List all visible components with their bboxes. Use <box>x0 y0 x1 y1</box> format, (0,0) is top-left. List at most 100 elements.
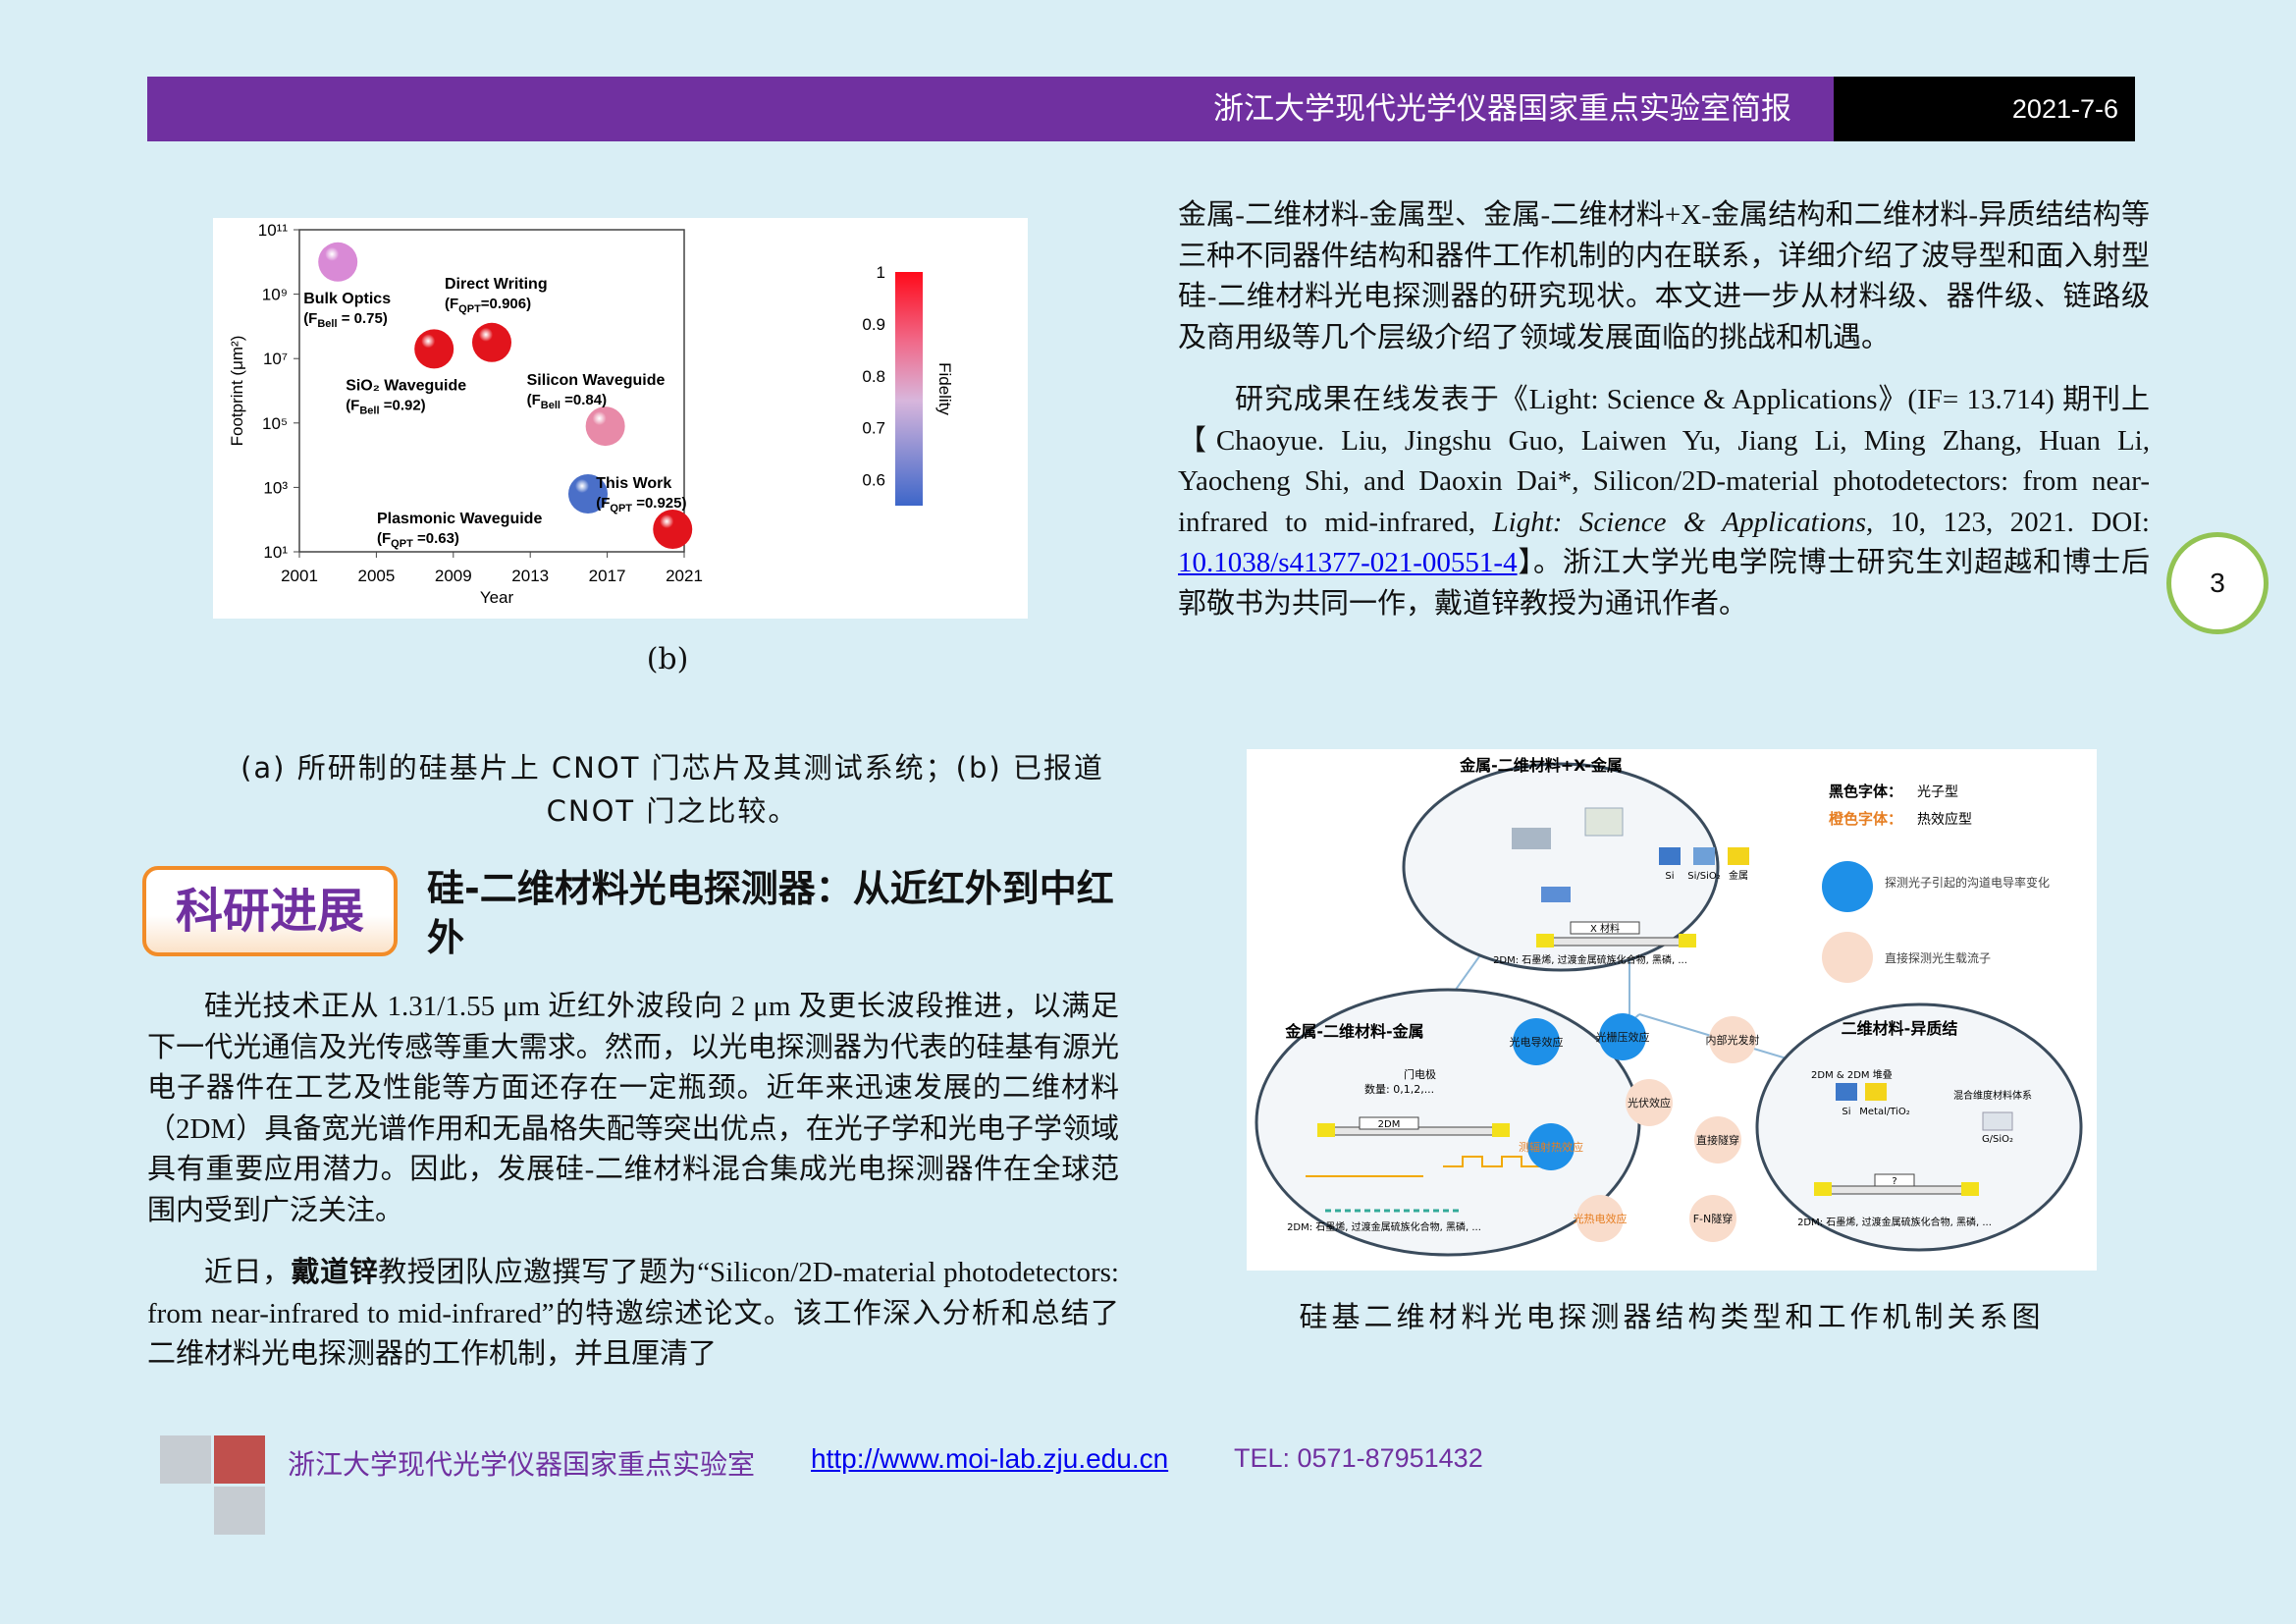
node-photoconductive <box>1513 1018 1560 1065</box>
point-name-label: This Work <box>596 475 671 492</box>
node-4-label: 光伏效应 <box>1628 1096 1671 1110</box>
data-point <box>472 322 511 362</box>
node-direct-tunnel <box>1694 1116 1741 1164</box>
footer-org: 浙江大学现代光学仪器国家重点实验室 <box>288 1448 756 1481</box>
data-point <box>568 473 608 514</box>
node-8-label: 测辐射热效应 <box>1519 1140 1583 1154</box>
left-2dm-label: 2DM <box>1378 1119 1401 1130</box>
point-name-label: Plasmonic Waveguide <box>377 511 542 527</box>
top-si-label: Si <box>1665 871 1674 882</box>
left-column-text: 硅光技术正从 1.31/1.55 μm 近红外波段向 2 μm 及更长波段推进，… <box>147 987 1119 1376</box>
mechanism-nodes: 光电导效应 光栅压效应 内部光发射 光伏效应 直接隧穿 F-N隧穿 光热电效应 … <box>1510 1013 1760 1242</box>
legend-black-label: 黑色字体： <box>1829 783 1902 800</box>
point-value-label: (FQPT=0.906) <box>445 296 531 315</box>
colorbar-tick-label: 0.9 <box>862 315 885 334</box>
node-photothermoelectric <box>1576 1195 1624 1242</box>
x-tick-label: 2001 <box>281 567 318 585</box>
colorbar-tick-label: 0.6 <box>862 471 885 490</box>
top-bottom-text: 2DM: 石墨烯, 过渡金属硫族化合物, 黑磷, ... <box>1493 953 1687 966</box>
top-circle-devices: Si Si/SiO₂ 金属 X 材料 2DM: 石墨烯, 过渡金属硫族化合物, … <box>1493 807 1749 966</box>
legend-peach-dot <box>1822 932 1873 983</box>
node-fn-tunnel <box>1689 1195 1736 1242</box>
node-photogating <box>1599 1013 1646 1060</box>
node-photovoltaic <box>1626 1079 1673 1126</box>
node-3-label: 内部光发射 <box>1706 1033 1760 1047</box>
left-circle-devices: 门电极 数量: 0,1,2,... 2DM 2DM: 石墨烯, 过渡金属硫族化合… <box>1287 1067 1541 1233</box>
right-p2-start: 研究成果在线发表于《Light: Science & Applications》… <box>1178 384 2150 538</box>
right-structure-circle <box>1755 1002 2083 1252</box>
journal-name-italic: Light: Science & Applications, <box>1492 506 1874 538</box>
right-p2-mid: 10, 123, 2021. DOI: <box>1873 506 2150 538</box>
footer-square-red <box>214 1435 265 1484</box>
footer-url-link[interactable]: http://www.moi-lab.zju.edu.cn <box>811 1443 1169 1474</box>
right-si-label: Si <box>1842 1107 1850 1117</box>
y-tick-label: 10³ <box>263 478 288 497</box>
figure-b-caption: (a) 所研制的硅基片上 CNOT 门芯片及其测试系统；(b) 已报道 CNOT… <box>240 751 1104 828</box>
right-q-label: ? <box>1892 1176 1896 1187</box>
top-x-material: X 材料 <box>1590 922 1620 935</box>
data-point <box>585 406 625 447</box>
diagram-caption: 硅基二维材料光电探测器结构类型和工作机制关系图 <box>1299 1300 2045 1333</box>
legend-blue-text: 探测光子引起的沟道电导率变化 <box>1885 875 2050 890</box>
left-paragraph-1: 硅光技术正从 1.31/1.55 μm 近红外波段向 2 μm 及更长波段推进，… <box>147 991 1119 1226</box>
x-tick-label: 2017 <box>589 567 626 585</box>
right-circle-devices: 2DM & 2DM 堆叠 Si Metal/TiO₂ 混合维度材料体系 G/Si… <box>1797 1069 2032 1228</box>
footer-square-grey-1 <box>160 1435 211 1484</box>
x-tick-label: 2021 <box>666 567 703 585</box>
y-tick-label: 10⁷ <box>263 350 288 368</box>
diagram-top-title: 金属-二维材料+X-金属 <box>1459 756 1623 775</box>
plot-frame <box>298 229 685 553</box>
right-metal-label: Metal/TiO₂ <box>1859 1107 1909 1117</box>
point-name-label: Silicon Waveguide <box>527 372 666 389</box>
top-structure-circle <box>1402 762 1720 972</box>
node-internal-emission <box>1709 1016 1756 1063</box>
figure-b-label: (b) <box>646 642 689 677</box>
right-bottom-text: 2DM: 石墨烯, 过渡金属硫族化合物, 黑磷, ... <box>1797 1216 1992 1228</box>
node-bolometric <box>1527 1123 1575 1170</box>
data-point <box>414 329 454 369</box>
colorbar-tick-label: 0.8 <box>862 367 885 386</box>
x-tick-label: 2005 <box>357 567 395 585</box>
left-paragraph-2: 近日，戴道锌教授团队应邀撰写了题为“Silicon/2D-material ph… <box>147 1253 1119 1376</box>
footer-square-grey-2 <box>214 1487 265 1535</box>
colorbar-label: Fidelity <box>935 362 954 415</box>
top-sisio2-label: Si/SiO₂ <box>1687 871 1721 882</box>
node-1-label: 光电导效应 <box>1510 1035 1564 1049</box>
legend-orange-value: 热效应型 <box>1917 811 1972 828</box>
colorbar-tick-label: 0.7 <box>862 419 885 438</box>
right-paragraph-2: 研究成果在线发表于《Light: Science & Applications》… <box>1178 380 2150 624</box>
point-value-label: (FQPT =0.63) <box>377 530 459 550</box>
diagram-left-title: 金属-二维材料-金属 <box>1284 1022 1423 1041</box>
point-value-label: (FBell =0.84) <box>527 392 607 411</box>
diagram-right-title: 二维材料-异质结 <box>1842 1019 1958 1038</box>
right-paragraph-1: 金属-二维材料-金属型、金属-二维材料+X-金属结构和二维材料-异质结结构等三种… <box>1178 199 2150 353</box>
page-number: 3 <box>2210 568 2225 598</box>
y-tick-label: 10⁹ <box>262 286 288 304</box>
doi-link[interactable]: 10.1038/s41377-021-00551-4 <box>1178 547 1518 578</box>
right-mix-label: 混合维度材料体系 <box>1953 1089 2032 1102</box>
x-axis-label: Year <box>480 588 514 607</box>
y-tick-label: 10¹ <box>263 543 288 562</box>
right-p2-end: 】。浙江大学光电学院博士研究生刘超越和博士后郭敬书为共同一作，戴道锌教授为通讯作… <box>1178 547 2150 620</box>
point-name-label: Direct Writing <box>445 276 548 293</box>
point-value-label: (FBell =0.92) <box>346 397 425 416</box>
diagram-svg: 金属-二维材料+X-金属 金属-二维材料-金属 二维材料-异质结 黑色字体： 光… <box>1255 756 2083 1257</box>
legend-blue-dot <box>1822 861 1873 912</box>
structure-mechanism-diagram: 金属-二维材料+X-金属 金属-二维材料-金属 二维材料-异质结 黑色字体： 光… <box>1247 749 2097 1271</box>
header-title: 浙江大学现代光学仪器国家重点实验室简报 <box>1213 91 1791 127</box>
page-number-circle <box>2166 532 2269 634</box>
header-date: 2021-7-6 <box>2011 94 2118 124</box>
right-2dm-label: 2DM & 2DM 堆叠 <box>1811 1069 1893 1081</box>
section-tag-label: 科研进展 <box>175 884 364 939</box>
header-date-box <box>1834 77 2135 141</box>
node-7-label: 光热电效应 <box>1574 1212 1628 1225</box>
section-tag-box <box>142 866 398 956</box>
colorbar <box>895 272 923 506</box>
x-tick-label: 2013 <box>511 567 549 585</box>
right-g-label: G/SiO₂ <box>1982 1134 2013 1145</box>
node-6-label: F-N隧穿 <box>1693 1212 1734 1225</box>
point-name-label: SiO₂ Waveguide <box>346 377 466 394</box>
point-value-label: (FBell = 0.75) <box>303 310 388 330</box>
left-p2-start: 近日， <box>204 1257 292 1288</box>
